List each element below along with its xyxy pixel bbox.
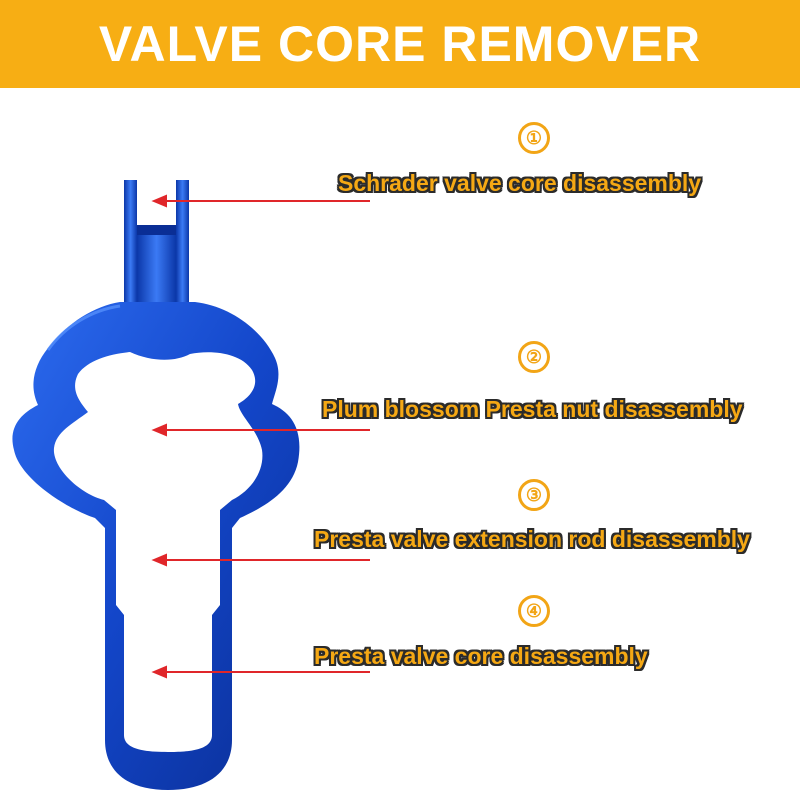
title-banner: VALVE CORE REMOVER	[0, 0, 800, 88]
feature-label-4: Presta valve core disassembly	[314, 643, 648, 669]
feature-number-2: ②	[518, 341, 550, 373]
schrader-key-prongs	[124, 180, 189, 305]
feature-number-3: ③	[518, 479, 550, 511]
wrench-body	[12, 302, 300, 790]
feature-number-4: ④	[518, 595, 550, 627]
feature-label-3: Presta valve extension rod disassembly	[314, 526, 750, 552]
feature-label-1: Schrader valve core disassembly	[338, 170, 702, 196]
feature-label-2: Plum blossom Presta nut disassembly	[322, 396, 743, 422]
page-title: VALVE CORE REMOVER	[98, 16, 702, 72]
feature-number-1: ①	[518, 122, 550, 154]
